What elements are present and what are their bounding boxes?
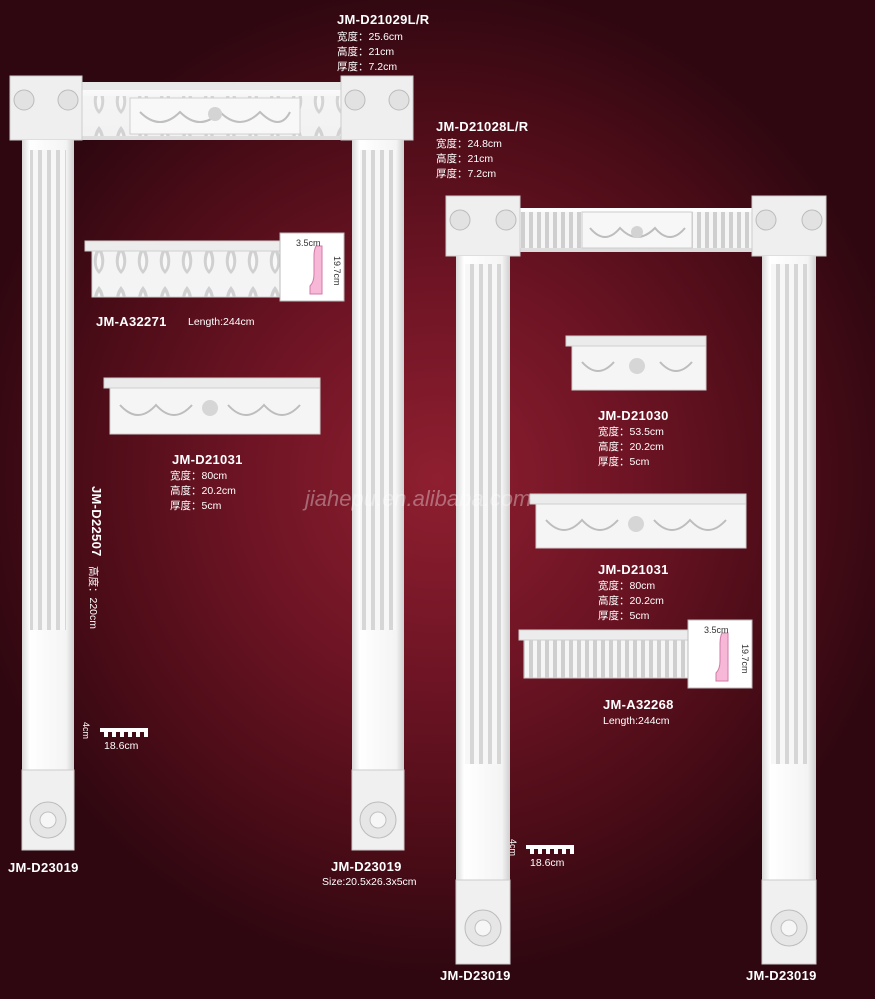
right-profile-height: 4cm bbox=[508, 839, 518, 857]
d21031-right-code: JM-D21031 bbox=[598, 562, 669, 577]
a32271-length: Length:244cm bbox=[188, 316, 255, 328]
left-base-size: Size:20.5x26.3x5cm bbox=[322, 876, 417, 888]
right-base-right-code: JM-D23019 bbox=[746, 968, 817, 983]
left-profile-height: 4cm bbox=[81, 722, 91, 740]
d21031-right-specs: 宽度：80cm 高度：20.2cm 厚度：5cm bbox=[598, 579, 664, 624]
right-profile-width: 18.6cm bbox=[530, 857, 565, 869]
d21031-left-depth: 厚度：5cm bbox=[170, 500, 222, 512]
right-pilaster-profile-icon bbox=[526, 845, 574, 854]
left-base-left-code: JM-D23019 bbox=[8, 860, 79, 875]
panel-d21031-left bbox=[103, 377, 321, 435]
a32271-code: JM-A32271 bbox=[96, 314, 167, 329]
left-header-width: 宽度：25.6cm bbox=[337, 31, 403, 43]
pilaster-code: JM-D22507 bbox=[89, 486, 104, 557]
left-pilaster-profile-icon bbox=[100, 728, 148, 737]
a32268-code: JM-A32268 bbox=[603, 697, 674, 712]
panel-d21030 bbox=[565, 335, 707, 391]
a32271-profile-shape bbox=[309, 245, 323, 295]
right-header-code: JM-D21028L/R bbox=[436, 119, 529, 134]
panel-d21031-right bbox=[529, 493, 747, 549]
right-header-depth: 厚度：7.2cm bbox=[436, 168, 497, 180]
d21030-code: JM-D21030 bbox=[598, 408, 669, 423]
d21031-left-height: 高度：20.2cm bbox=[170, 485, 236, 497]
right-header-specs: 宽度：24.8cm 高度：21cm 厚度：7.2cm bbox=[436, 137, 502, 182]
d21031-left-specs: 宽度：80cm 高度：20.2cm 厚度：5cm bbox=[170, 469, 236, 514]
left-header-code: JM-D21029L/R bbox=[337, 12, 430, 27]
d21030-width: 宽度：53.5cm bbox=[598, 426, 664, 438]
right-header-height: 高度：21cm bbox=[436, 153, 494, 165]
left-door-frame bbox=[9, 75, 414, 851]
a32268-length: Length:244cm bbox=[603, 715, 670, 727]
d21030-specs: 宽度：53.5cm 高度：20.2cm 厚度：5cm bbox=[598, 425, 664, 470]
a32271-dim-width: 3.5cm bbox=[296, 238, 321, 248]
d21031-right-height: 高度：20.2cm bbox=[598, 595, 664, 607]
right-door-frame bbox=[445, 195, 827, 965]
d21031-right-depth: 厚度：5cm bbox=[598, 610, 650, 622]
right-header-width: 宽度：24.8cm bbox=[436, 138, 502, 150]
d21030-depth: 厚度：5cm bbox=[598, 456, 650, 468]
a32268-profile-shape bbox=[715, 632, 729, 682]
moulding-a32271 bbox=[84, 232, 345, 302]
d21031-left-width: 宽度：80cm bbox=[170, 470, 228, 482]
d21031-left-code: JM-D21031 bbox=[172, 452, 243, 467]
a32268-dim-height: 19.7cm bbox=[740, 644, 750, 674]
left-base-right-code: JM-D23019 bbox=[331, 859, 402, 874]
pilaster-height: 高度：220cm bbox=[87, 566, 99, 630]
d21031-right-width: 宽度：80cm bbox=[598, 580, 656, 592]
a32268-dim-width: 3.5cm bbox=[704, 625, 729, 635]
right-base-left-code: JM-D23019 bbox=[440, 968, 511, 983]
left-header-depth: 厚度：7.2cm bbox=[337, 61, 398, 73]
left-profile-width: 18.6cm bbox=[104, 740, 139, 752]
left-header-specs: 宽度：25.6cm 高度：21cm 厚度：7.2cm bbox=[337, 30, 403, 75]
left-header-height: 高度：21cm bbox=[337, 46, 395, 58]
d21030-height: 高度：20.2cm bbox=[598, 441, 664, 453]
moulding-a32268 bbox=[518, 619, 753, 689]
a32271-dim-height: 19.7cm bbox=[332, 256, 342, 286]
watermark-text: jiahepu.en.alibaba.com bbox=[305, 486, 532, 511]
